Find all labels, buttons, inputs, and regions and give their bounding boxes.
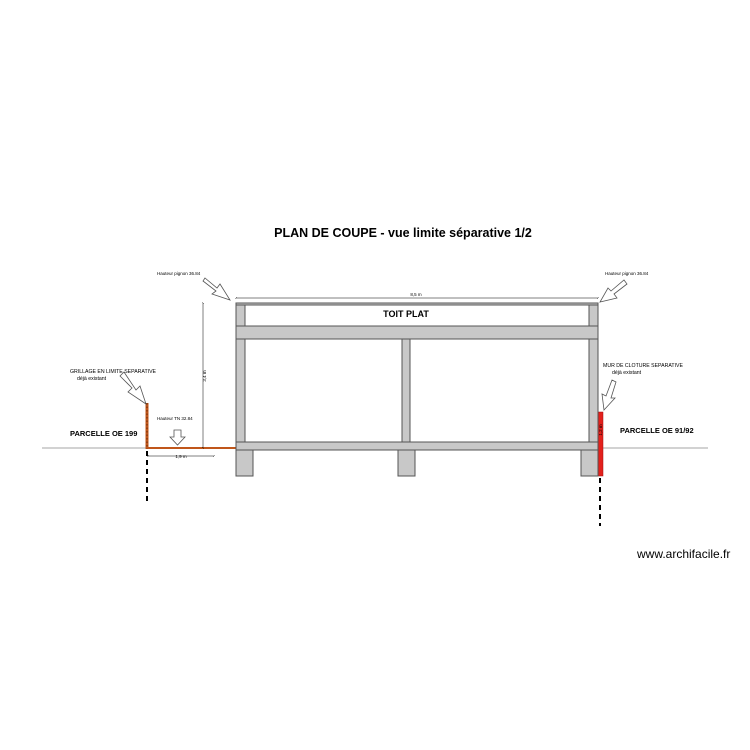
gable-right-arrow-icon [599, 279, 628, 303]
watermark: www.archifacile.fr [636, 547, 730, 561]
roof-top [235, 302, 599, 306]
foundation-right [580, 449, 599, 477]
drawing-title: PLAN DE COUPE - vue limite séparative 1/… [274, 226, 532, 240]
width-dimension-label: 8,5 m [410, 292, 422, 297]
tn-height-arrow-icon [169, 429, 186, 446]
gable-left-arrow-icon [202, 277, 231, 301]
building-section [235, 302, 599, 477]
ceiling-slab [235, 325, 599, 340]
wall-dimension-label: 1,2 m [598, 424, 603, 436]
parcel-left-label: PARCELLE OE 199 [70, 429, 137, 438]
gable-right-note: Hauteur pignon 36.84 [605, 271, 649, 276]
fence-left-note-line1: GRILLAGE EN LIMITE SEPARATIVE [70, 369, 157, 375]
fence-left-note-line2: déjà existant [77, 376, 107, 382]
roof-label: TOIT PLAT [383, 309, 429, 319]
foundation-left [235, 449, 254, 477]
gable-left-note: Hauteur pignon 36.84 [157, 271, 201, 276]
right-wall [588, 302, 599, 450]
fence-right-note-line2: déjà existant [612, 370, 642, 376]
center-column [401, 338, 411, 443]
foundation-center [397, 449, 416, 477]
fence-right-note-line1: MUR DE CLOTURE SEPARATIVE [603, 363, 683, 369]
width-dimension: 8,5 m [236, 292, 598, 298]
fence-right-arrow-icon [601, 379, 617, 411]
floor-slab [235, 441, 599, 451]
height-dimension: 3,4 m [202, 303, 207, 448]
height-dimension-label: 3,4 m [202, 370, 207, 382]
setback-dimension: 1,9 m [148, 454, 214, 459]
tn-height-note: Hauteur TN 32.84 [157, 416, 193, 421]
setback-dimension-label: 1,9 m [175, 454, 187, 459]
fence-left-arrow-icon [119, 371, 147, 405]
left-wall [235, 302, 246, 450]
parcel-right-label: PARCELLE OE 91/92 [620, 426, 694, 435]
